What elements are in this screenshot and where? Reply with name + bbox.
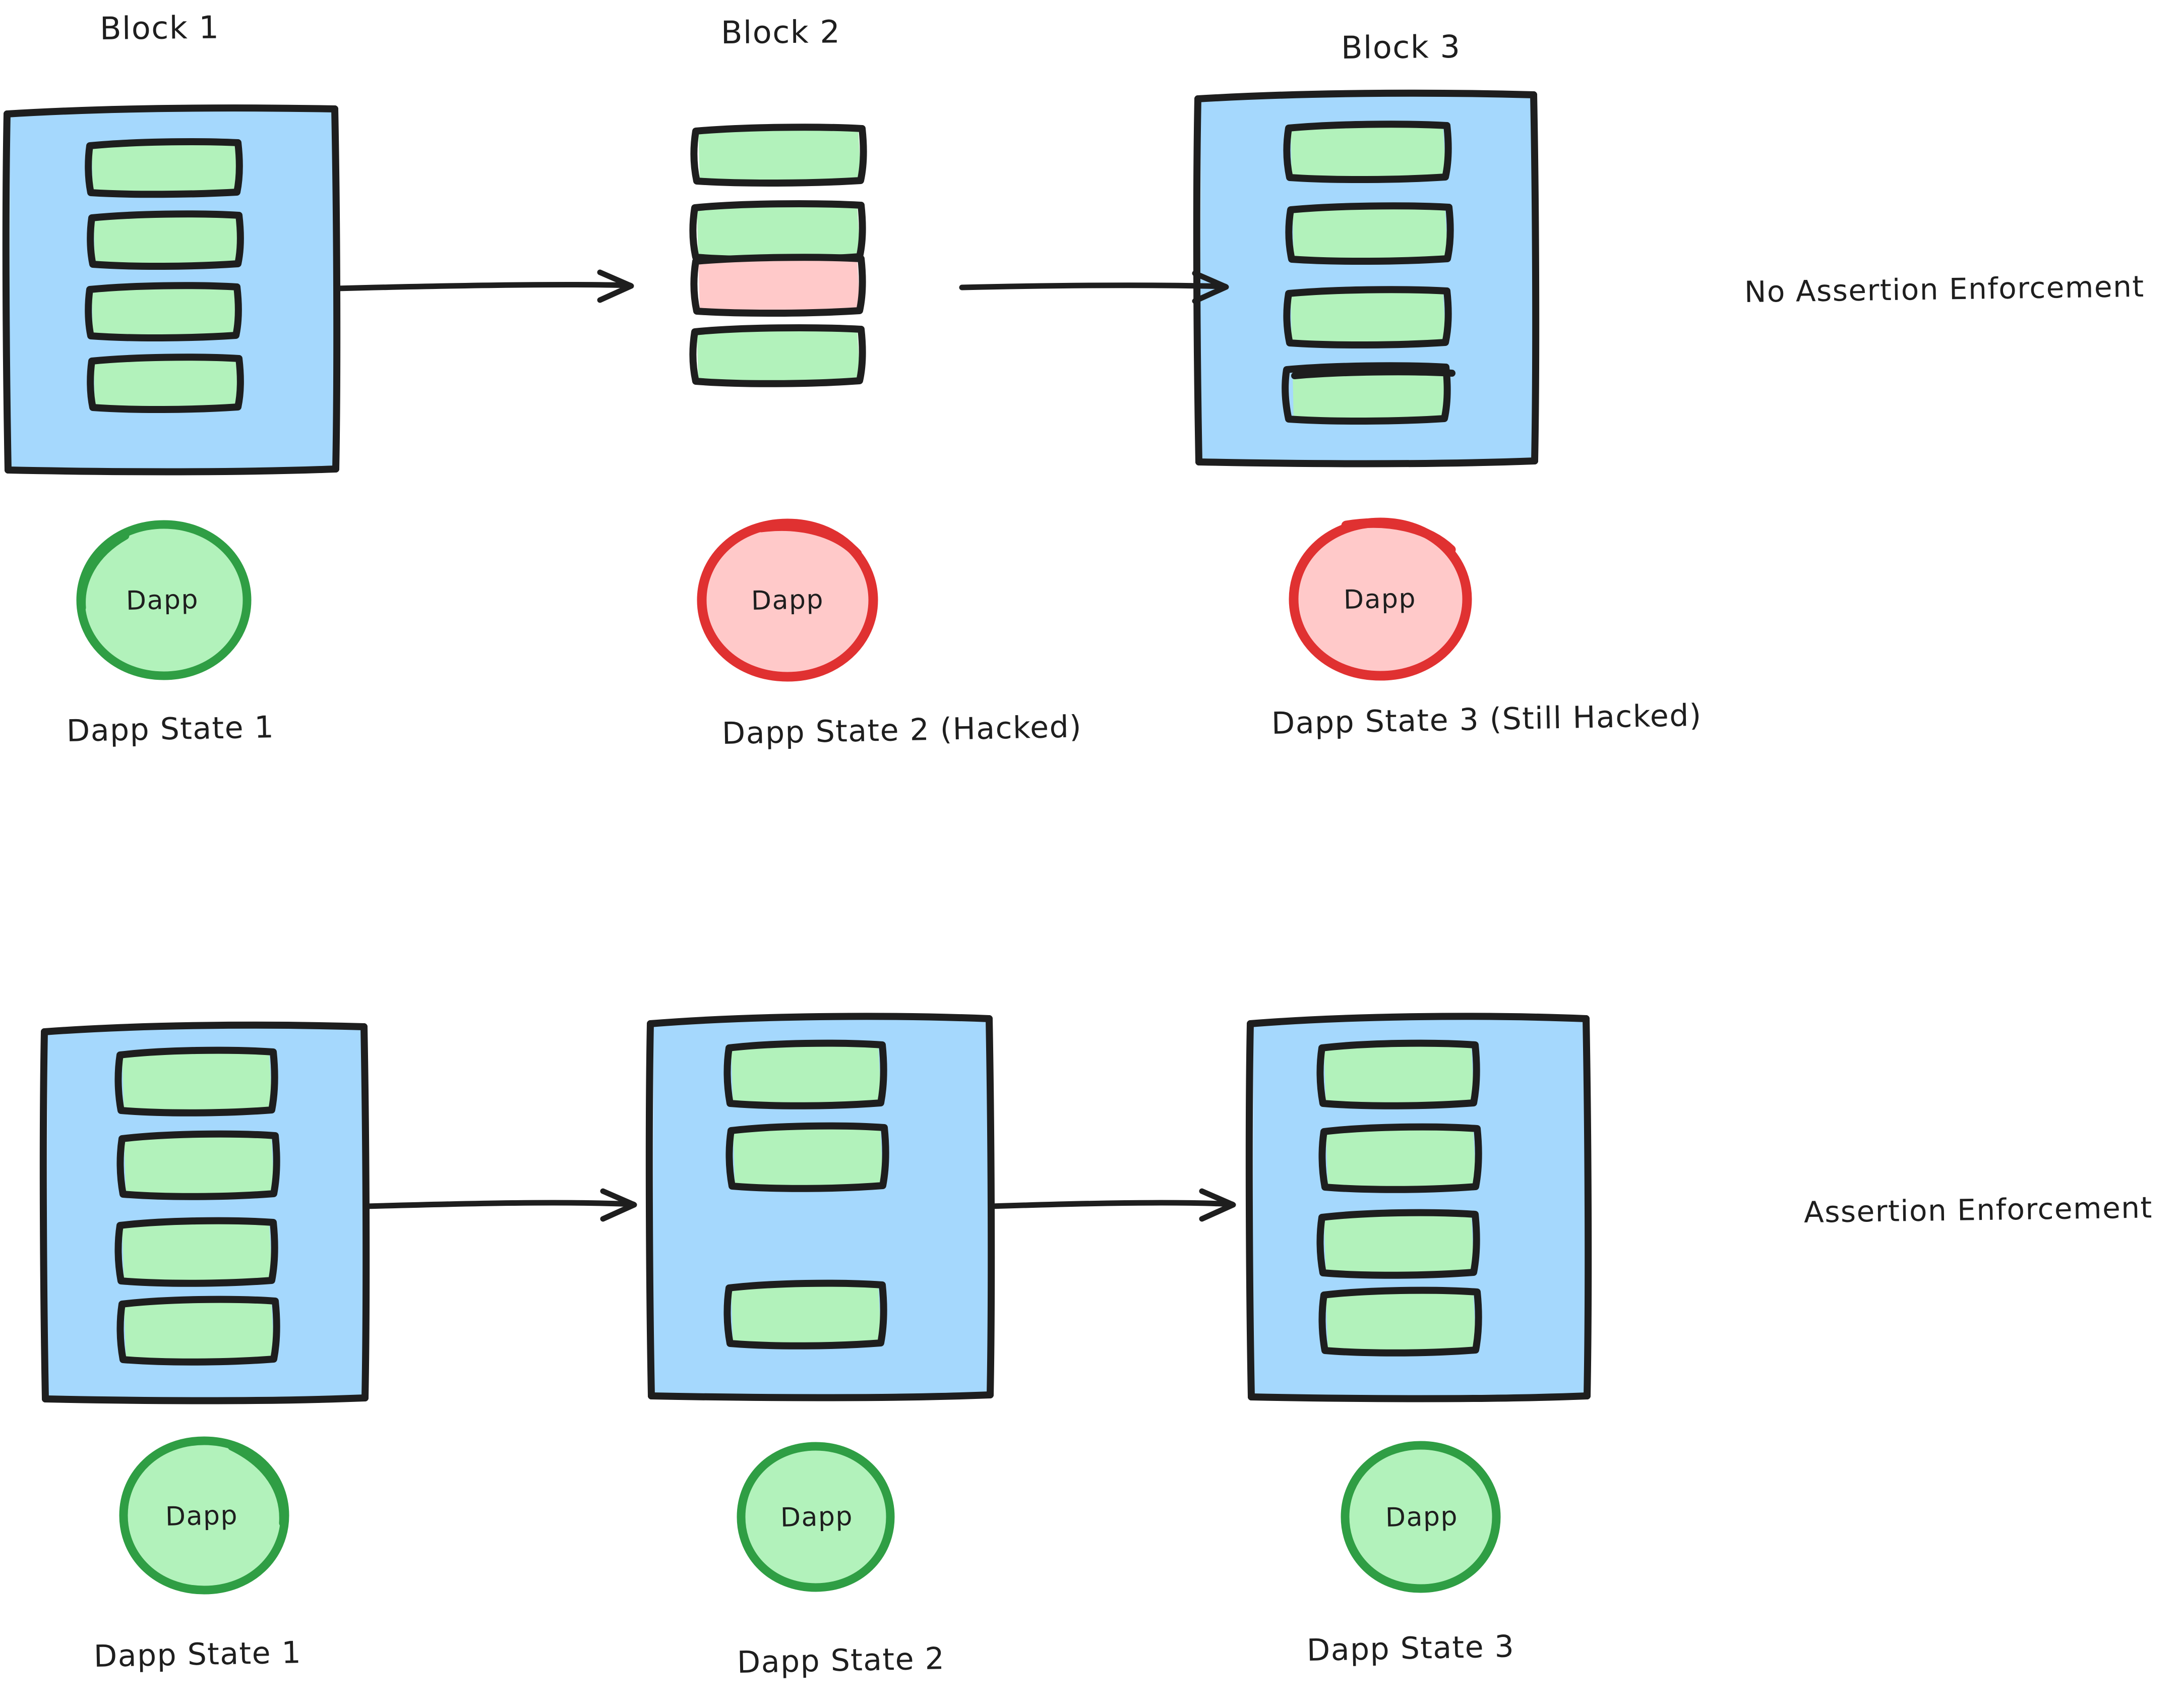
transaction-box-top-3-1 <box>1283 121 1452 184</box>
block-title-1: Block 1 <box>99 9 220 47</box>
state-caption-top-2: Dapp State 2 (Hacked) <box>721 709 1082 751</box>
state-caption-bottom-3: Dapp State 3 <box>1306 1629 1515 1668</box>
dapp-label-top-2: Dapp <box>751 584 824 616</box>
block-title-2: Block 2 <box>720 13 841 51</box>
transaction-box-top-1-1 <box>85 138 243 198</box>
flow-arrow-bottom-1 <box>363 1188 637 1222</box>
flow-arrow-top-1 <box>334 269 634 303</box>
dapp-label-top-3: Dapp <box>1343 583 1417 615</box>
transaction-box-bottom-1-1 <box>114 1046 278 1117</box>
state-caption-bottom-2: Dapp State 2 <box>737 1641 945 1680</box>
transaction-box-top-1-3 <box>85 282 242 342</box>
row-label-assertion-enforcement: Assertion Enforcement <box>1803 1190 2153 1229</box>
dapp-label-bottom-1: Dapp <box>165 1500 238 1532</box>
dapp-circle-bottom-2[interactable] <box>737 1442 895 1592</box>
transaction-box-bottom-1-2 <box>116 1130 280 1200</box>
transaction-box-top-2-4 <box>689 324 866 387</box>
dapp-circle-top-2[interactable] <box>697 518 878 682</box>
transaction-box-bottom-2-4 <box>723 1279 887 1349</box>
transaction-box-bottom-3-4 <box>1318 1286 1482 1357</box>
transaction-box-bottom-2-1 <box>723 1039 887 1109</box>
dapp-label-bottom-2: Dapp <box>780 1501 854 1533</box>
block-title-3: Block 3 <box>1341 28 1461 66</box>
transaction-box-bottom-1-4 <box>116 1296 280 1366</box>
transaction-box-top-2-2 <box>689 200 866 263</box>
dapp-circle-top-1[interactable] <box>76 520 252 680</box>
dapp-circle-bottom-3[interactable] <box>1341 1441 1501 1593</box>
dapp-label-top-1: Dapp <box>126 584 199 616</box>
transaction-box-bottom-3-1 <box>1316 1039 1480 1109</box>
transaction-box-top-3-4 <box>1282 362 1455 425</box>
flow-arrow-bottom-2 <box>988 1188 1236 1222</box>
dapp-label-bottom-3: Dapp <box>1385 1501 1459 1533</box>
transaction-box-top-3-3 <box>1283 286 1452 349</box>
transaction-box-bottom-3-3 <box>1316 1209 1480 1279</box>
dapp-circle-top-3[interactable] <box>1289 517 1472 681</box>
transaction-box-top-1-2 <box>87 210 244 270</box>
flow-arrow-top-2 <box>959 270 1229 304</box>
transaction-box-top-3-2 <box>1285 202 1454 265</box>
transaction-box-bottom-3-2 <box>1318 1123 1482 1193</box>
transaction-box-top-2-3[interactable] <box>690 254 866 317</box>
transaction-box-top-1-4 <box>87 354 244 414</box>
state-caption-top-1: Dapp State 1 <box>66 710 275 749</box>
state-caption-bottom-1: Dapp State 1 <box>93 1635 302 1674</box>
transaction-box-top-2-1 <box>690 124 867 187</box>
row-label-no-assertion-enforcement: No Assertion Enforcement <box>1744 269 2145 309</box>
transaction-box-bottom-2-2 <box>725 1122 889 1192</box>
transaction-box-bottom-1-3 <box>114 1217 278 1287</box>
dapp-circle-bottom-1[interactable] <box>119 1436 289 1595</box>
